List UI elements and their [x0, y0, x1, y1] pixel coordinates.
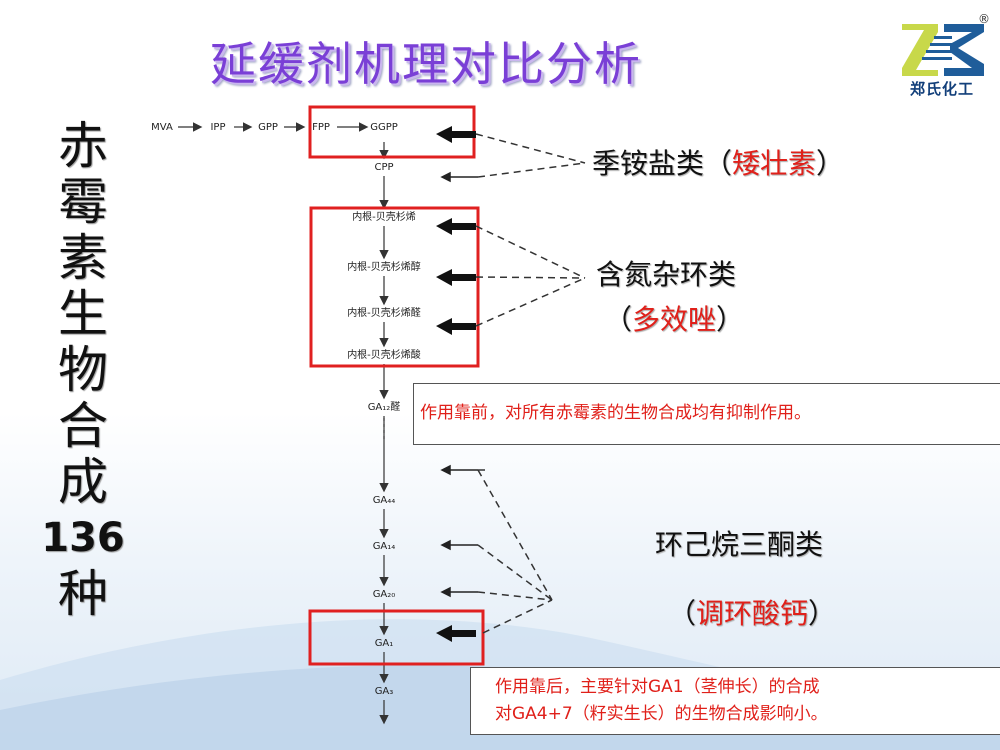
- company-logo: ® 郑氏化工: [890, 12, 994, 100]
- paclobutrazol-label: （多效唑）: [604, 302, 744, 338]
- quaternary-ammonium-label: 季铵盐类（矮壮素）: [592, 146, 844, 182]
- logo-text: 郑氏化工: [909, 80, 974, 98]
- step-node-3: 内根-贝壳杉烯醛: [347, 306, 421, 319]
- prohexadione-open: （: [668, 597, 697, 630]
- kaurene-highlight-box: [309, 206, 480, 368]
- chain-node-0: MVA: [151, 122, 173, 133]
- nitrogen-name: 含氮杂环类: [596, 258, 737, 291]
- step-node-10: GA₃: [375, 686, 394, 697]
- vertical-title-char: 赤: [58, 117, 108, 175]
- prohexadione-label: （调环酸钙）: [668, 596, 836, 632]
- ga1-highlight-box: [308, 609, 485, 666]
- paclobutrazol-close: ）: [716, 303, 745, 336]
- step-node-4: 内根-贝壳杉烯酸: [347, 348, 421, 361]
- quaternary-close: ）: [816, 147, 845, 180]
- step-node-1: 内根-贝壳杉烯: [352, 210, 416, 223]
- step-node-5: GA₁₂醛: [368, 400, 401, 413]
- cyclohexane-name: 环己烷三酮类: [655, 528, 824, 561]
- chain-node-1: IPP: [210, 122, 225, 133]
- vertical-title-char: 物: [58, 341, 108, 399]
- nitrogen-heterocycle-label: 含氮杂环类: [596, 257, 736, 293]
- late-action-line2: 对GA4+7（籽实生长）的生物合成影响小。: [495, 704, 828, 724]
- vertical-title-char: 种: [58, 565, 108, 623]
- top-chain: MVA IPP GPP FPP GGPP: [151, 122, 398, 133]
- step-node-2: 内根-贝壳杉烯醇: [347, 260, 421, 273]
- page-title: 延缓剂机理对比分析: [210, 37, 642, 91]
- step-node-8: GA₂₀: [373, 589, 396, 600]
- late-action-note: 作用靠后，主要针对GA1（茎伸长）的合成 对GA4+7（籽实生长）的生物合成影响…: [470, 667, 1000, 735]
- step-node-6: GA₄₄: [373, 495, 396, 506]
- step-node-9: GA₁: [375, 638, 394, 649]
- early-action-text: 作用靠前，对所有赤霉素的生物合成均有抑制作用。: [420, 403, 811, 423]
- chlormequat-name: 矮壮素: [732, 147, 817, 180]
- prohexadione-name: 调环酸钙: [696, 597, 809, 630]
- vertical-title-char: 素: [58, 229, 108, 287]
- step-node-0: CPP: [374, 162, 393, 173]
- early-action-note: 作用靠前，对所有赤霉素的生物合成均有抑制作用。: [413, 383, 1000, 445]
- vertical-title-char: 合: [58, 397, 108, 455]
- vertical-title-char: 霉: [58, 173, 108, 231]
- cyclohexanetrione-label: 环己烷三酮类: [655, 527, 823, 563]
- vertical-title-char: 136: [41, 515, 125, 561]
- chain-node-2: GPP: [258, 122, 278, 133]
- registered-mark: ®: [978, 12, 990, 26]
- step-node-7: GA₁₄: [373, 541, 396, 552]
- zs-logo-icon: [902, 24, 984, 76]
- vertical-title-char: 成: [58, 453, 108, 511]
- chain-node-4: GGPP: [370, 122, 398, 133]
- dashed-pointers: [475, 133, 586, 634]
- vertical-title-char: 生: [58, 285, 108, 343]
- paclobutrazol-open: （: [604, 303, 633, 336]
- thin-arrows: [440, 171, 478, 598]
- quaternary-name: 季铵盐类（: [592, 147, 733, 180]
- inhibition-arrows: [436, 126, 476, 642]
- paclobutrazol-name: 多效唑: [632, 303, 717, 336]
- late-action-line1: 作用靠后，主要针对GA1（茎伸长）的合成: [495, 677, 820, 697]
- prohexadione-close: ）: [808, 597, 837, 630]
- chain-node-3: FPP: [312, 122, 330, 133]
